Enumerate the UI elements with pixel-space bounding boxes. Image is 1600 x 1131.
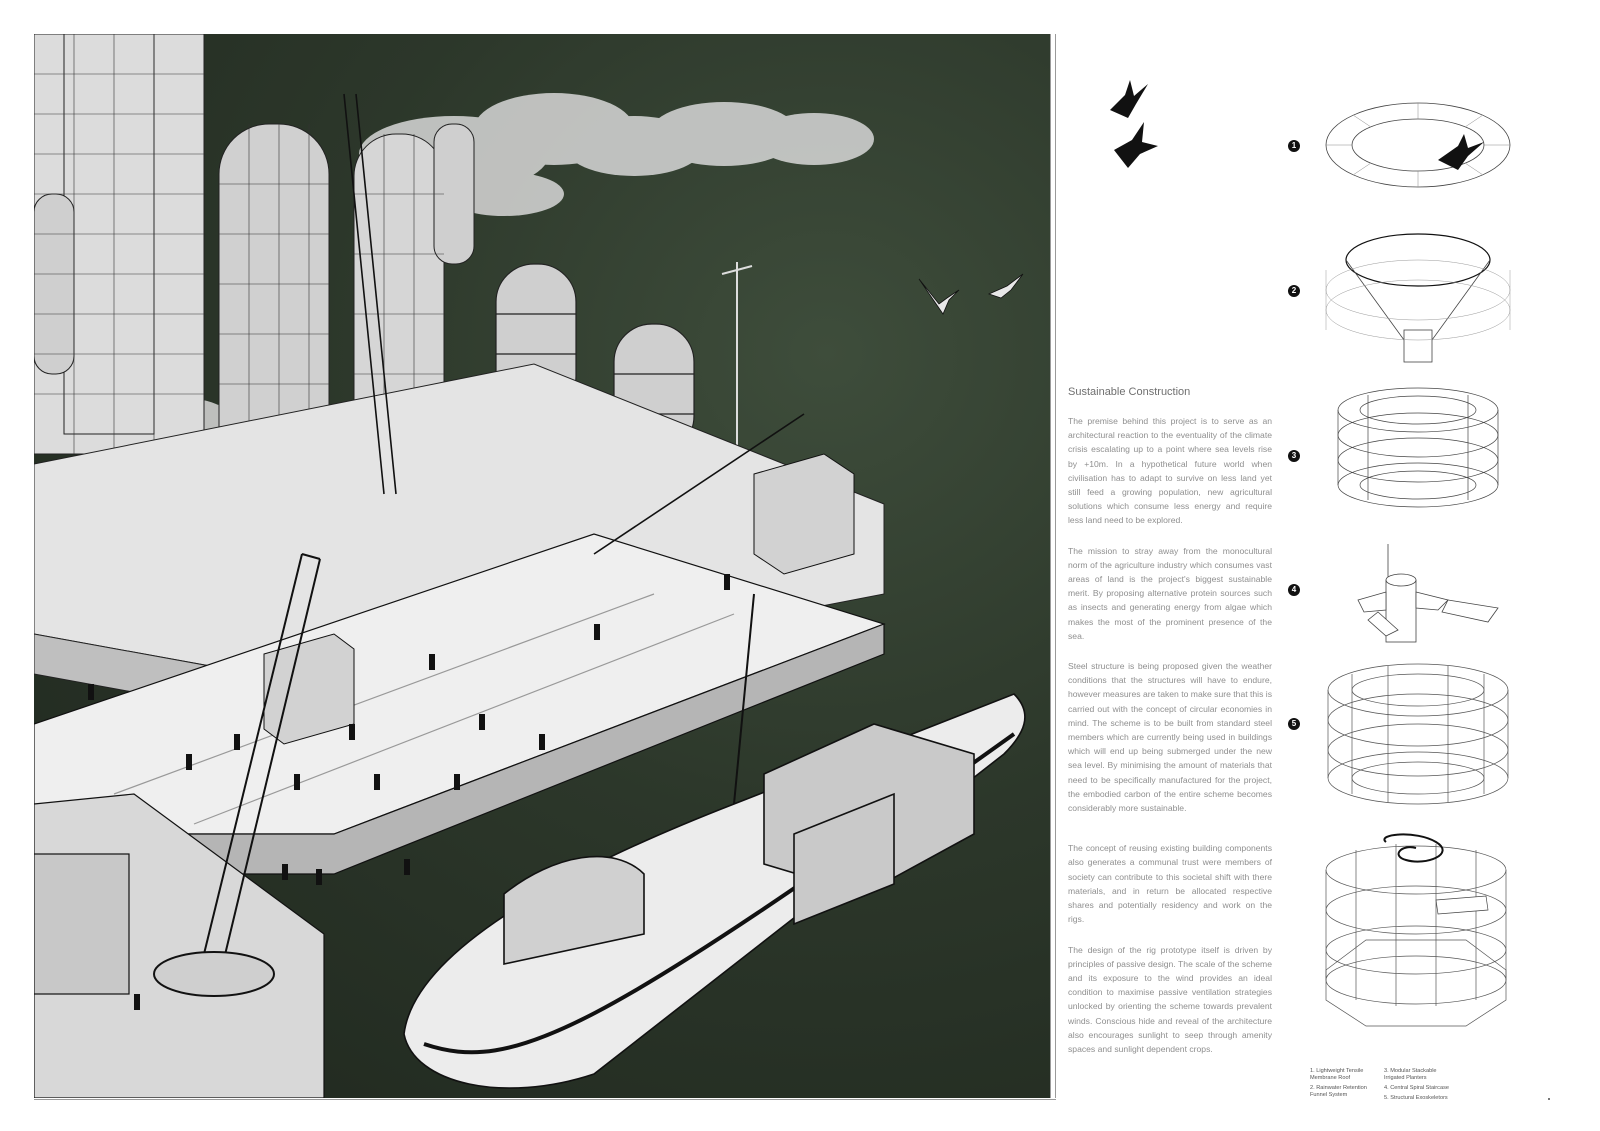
bird-icons (918, 273, 1024, 315)
frame-bottom-line (34, 1099, 1056, 1100)
article-paragraph: Steel structure is being proposed given … (1068, 661, 1272, 814)
divider-dot (1548, 1098, 1550, 1100)
funnel-diagram (1325, 233, 1511, 363)
frame-vertical-line (1050, 34, 1051, 1098)
bird-icon (1438, 134, 1484, 170)
step-marker: 2 (1288, 285, 1300, 297)
article-title: Sustainable Construction (1068, 386, 1191, 398)
lower-platform (34, 793, 325, 1098)
lamp-post (721, 262, 753, 454)
tensile-roof-diagram (1325, 102, 1511, 188)
exploded-axonometric-diagrams: 1 2 3 (1288, 80, 1528, 1090)
boat (403, 593, 1026, 1089)
spiral-staircase-diagram (1357, 544, 1499, 643)
exoskeleton-diagram (1327, 663, 1509, 805)
step-marker: 1 (1288, 140, 1300, 152)
frame-vertical-line-inner (1055, 34, 1056, 1098)
article-paragraph: The concept of reusing existing building… (1068, 843, 1272, 925)
legend-item: 5. Structural Exoskeletors (1384, 1095, 1448, 1101)
article-paragraph: The premise behind this project is to se… (1068, 416, 1272, 526)
step-marker: 3 (1288, 450, 1300, 462)
legend-item: 2. Rainwater Retention Funnel System (1310, 1085, 1367, 1098)
bird-icon (1110, 80, 1148, 118)
isometric-illustration (34, 34, 1050, 1098)
planters-diagram (1337, 387, 1499, 508)
legend-item: 3. Modular Stackable Irrigated Planters (1384, 1068, 1437, 1081)
legend-item: 4. Central Spiral Staircase (1384, 1085, 1449, 1091)
assembled-rig-diagram (1325, 833, 1507, 1027)
worker-figures (88, 574, 730, 1010)
dock-crane (343, 93, 805, 555)
step-marker: 4 (1288, 584, 1300, 596)
bird-icon (1114, 122, 1158, 168)
step-marker: 5 (1288, 718, 1300, 730)
article-paragraph: The mission to stray away from the monoc… (1068, 545, 1272, 641)
container-stack-deck (263, 453, 855, 745)
crawler-crane (153, 553, 321, 997)
bird-icons-header (1110, 80, 1158, 168)
article-column: Sustainable Construction The premise beh… (1068, 386, 1272, 1072)
legend-item: 1. Lightweight Tensile Membrane Roof (1310, 1068, 1364, 1081)
article-paragraph: The design of the rig prototype itself i… (1068, 944, 1272, 1054)
illustration-artwork (34, 34, 1026, 1098)
